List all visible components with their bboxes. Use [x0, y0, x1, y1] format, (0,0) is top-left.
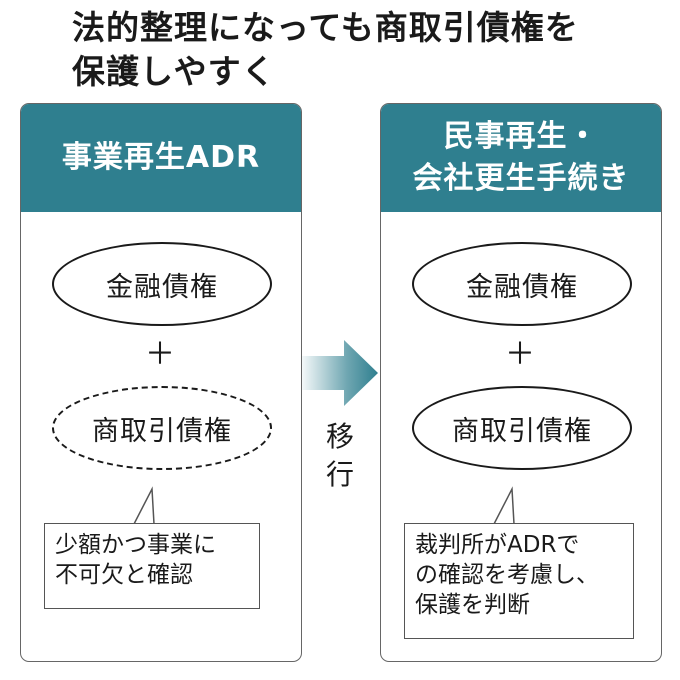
diagram-title: 法的整理になっても商取引債権を 保護しやすく	[72, 6, 672, 94]
court-decision-note: 裁判所がADRで の確認を考慮し、 保護を判断	[404, 523, 634, 639]
title-line-2: 保護しやすく	[72, 52, 276, 91]
adr-note-line-2: 不可欠と確認	[55, 562, 193, 588]
note-callout-tail	[493, 486, 515, 525]
financial-claims-ellipse: 金融債権	[52, 242, 272, 326]
adr-condition-note: 少額かつ事業に 不可欠と確認	[44, 523, 260, 609]
transition-arrow-icon	[302, 340, 378, 406]
adr-panel: 事業再生ADR 金融債権 ＋ 商取引債権 少額かつ事業に 不可欠と確認	[20, 103, 302, 662]
trade-claims-ellipse: 商取引債権	[412, 386, 632, 470]
adr-panel-header: 事業再生ADR	[21, 104, 301, 212]
plus-sign: ＋	[505, 337, 535, 372]
financial-claims-ellipse: 金融債権	[412, 242, 632, 326]
title-line-1: 法的整理になっても商取引債権を	[72, 8, 579, 47]
transition-char-1: 移	[325, 420, 354, 453]
transition-label: 移 行	[322, 418, 358, 494]
rehab-header-line-1: 民事再生・	[443, 119, 599, 154]
rehab-note-line-3: 保護を判断	[415, 592, 530, 618]
adr-note-line-1: 少額かつ事業に	[55, 532, 216, 558]
rehab-header-line-2: 会社更生手続き	[412, 161, 630, 196]
note-callout-tail	[133, 486, 155, 525]
transition-char-2: 行	[325, 458, 354, 491]
rehab-note-line-2: の確認を考慮し、	[415, 562, 599, 588]
plus-sign: ＋	[145, 337, 175, 372]
rehab-note-line-1: 裁判所がADRで	[415, 532, 580, 558]
adr-header-label: 事業再生ADR	[61, 140, 261, 175]
trade-claims-dashed-ellipse: 商取引債権	[52, 386, 272, 470]
civil-rehabilitation-panel: 民事再生・ 会社更生手続き 金融債権 ＋ 商取引債権 裁判所がADRで の確認を…	[380, 103, 662, 662]
civil-rehabilitation-panel-header: 民事再生・ 会社更生手続き	[381, 104, 661, 212]
